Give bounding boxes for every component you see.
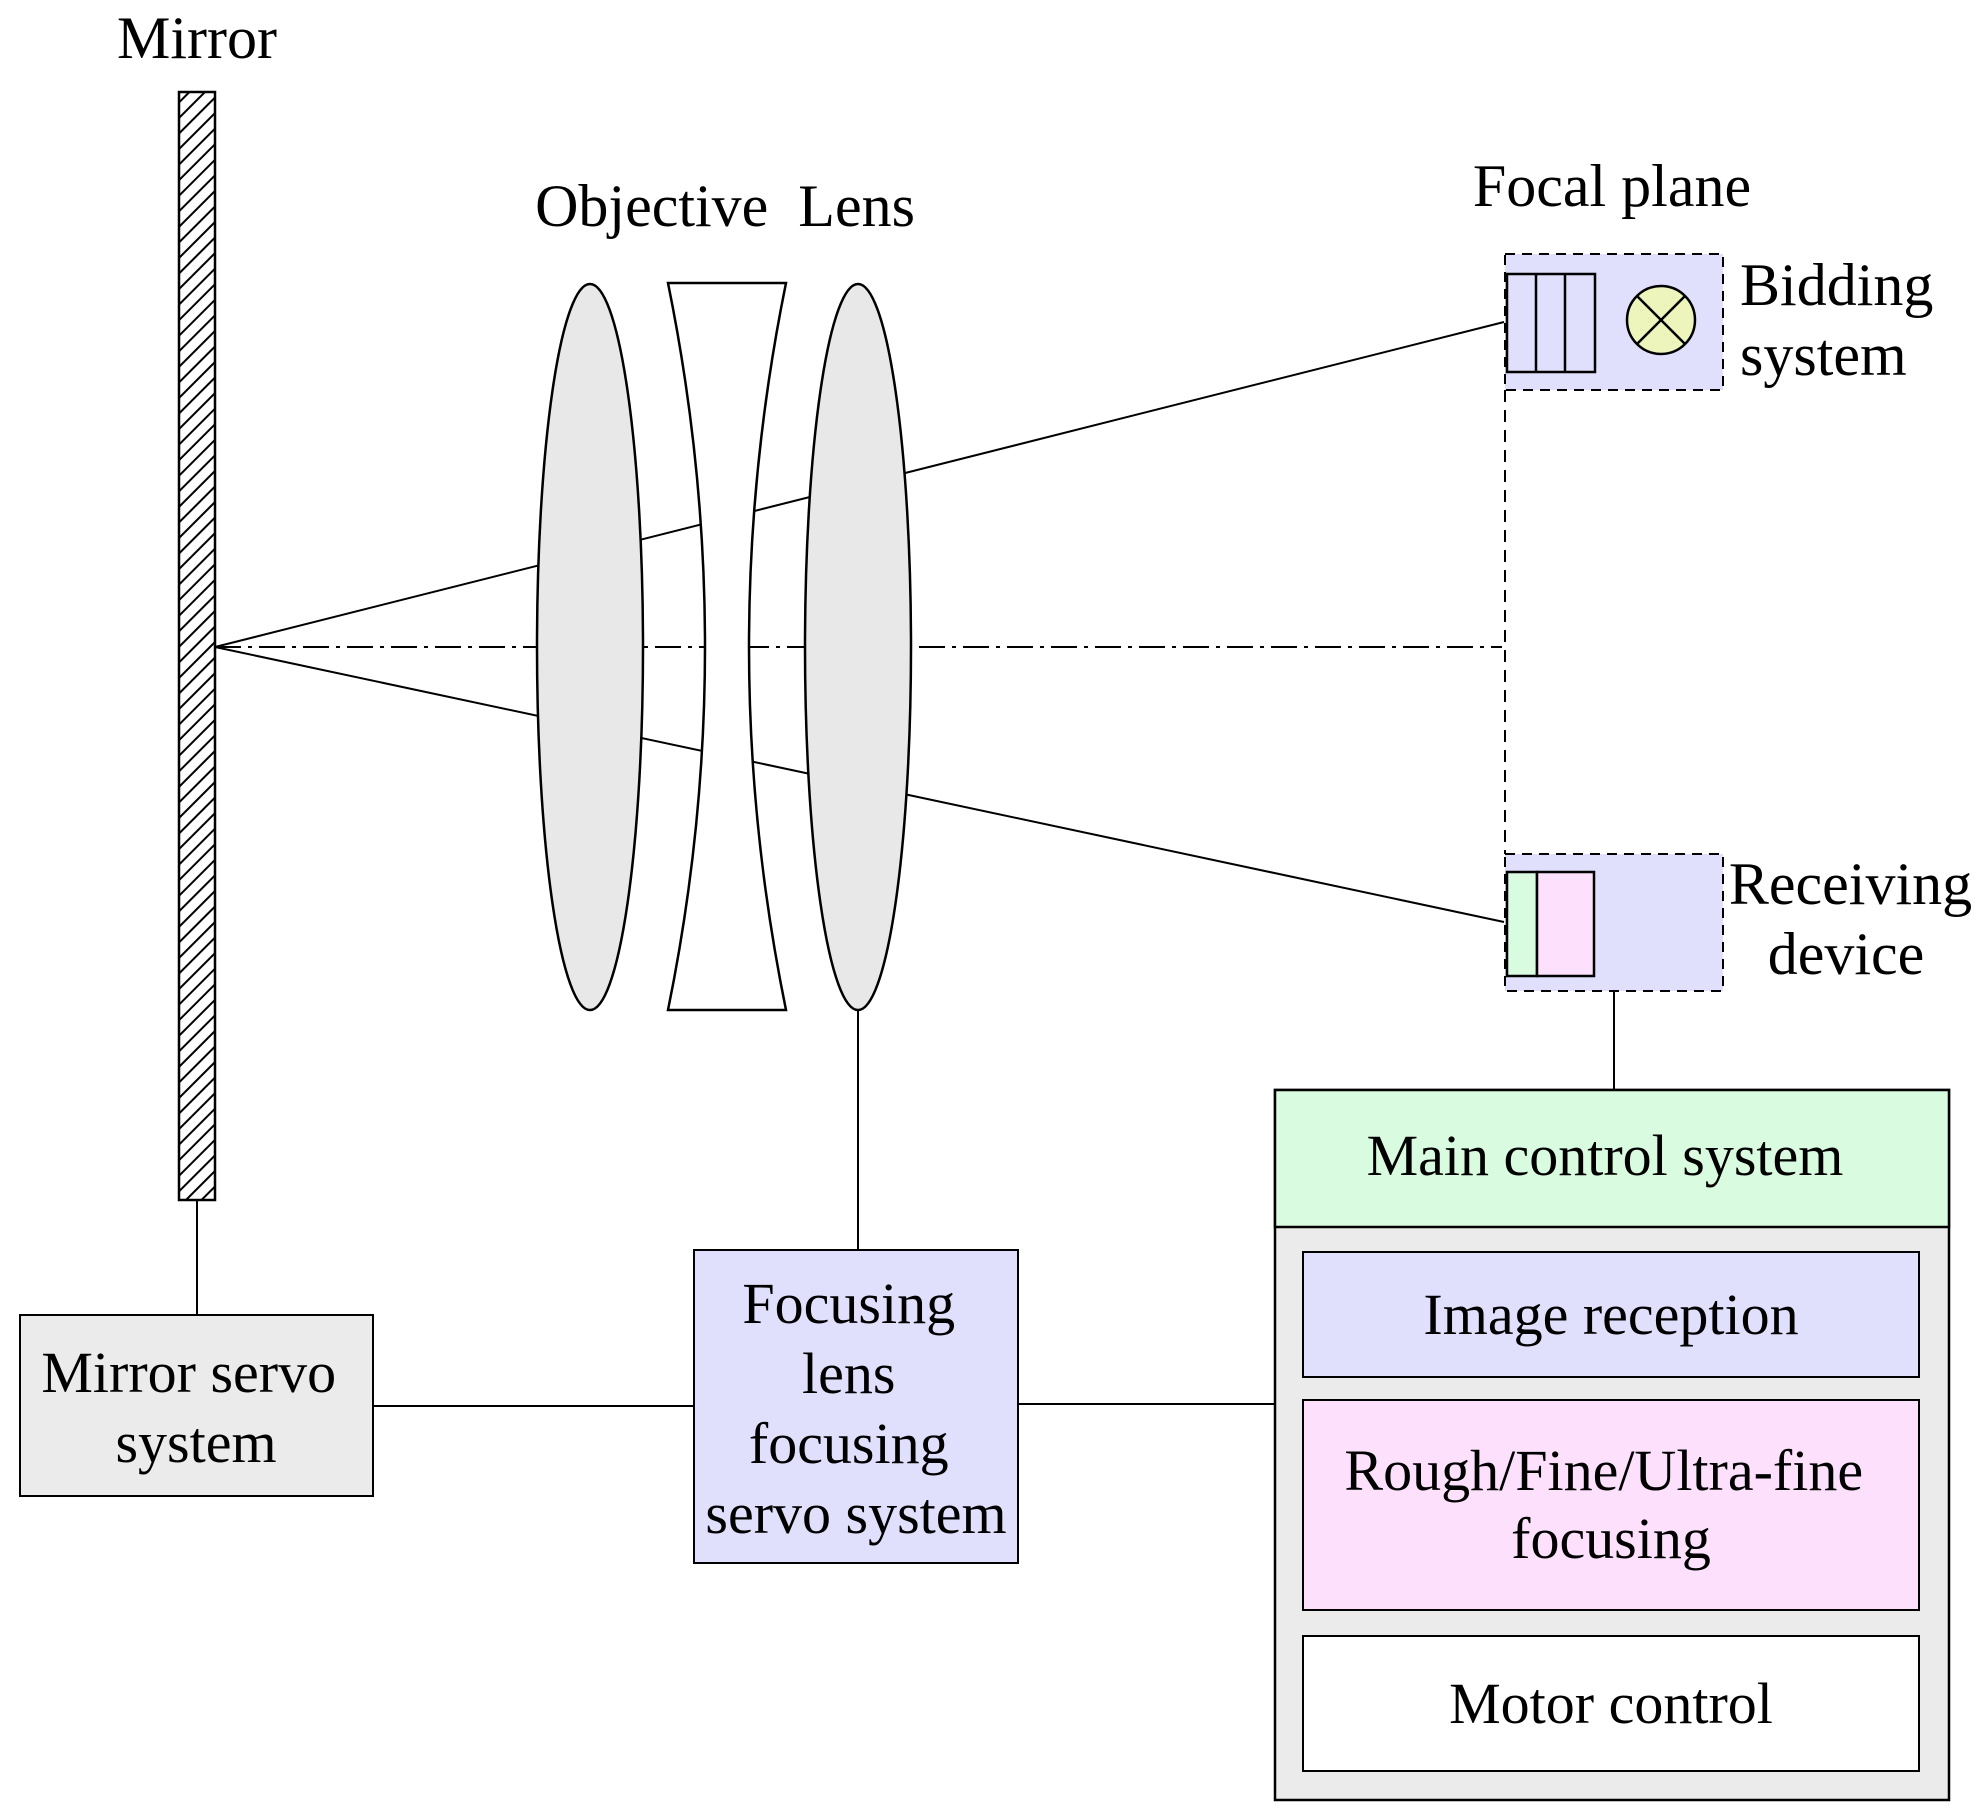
- sensor-pink: [1535, 870, 1596, 978]
- motor-control-box: [1302, 1635, 1920, 1772]
- bidding-system-line-1: Bidding: [1740, 252, 1933, 318]
- objective-lens-group: [535, 281, 913, 1012]
- focusing-modes-label: Rough/Fine/Ultra-fine focusing: [1344, 1438, 1877, 1571]
- convex-lens-left: [535, 282, 645, 1012]
- motor-control-label: Motor control: [1449, 1671, 1773, 1736]
- mirror-label: Mirror: [117, 5, 277, 71]
- mirror-servo-label: Mirror servo system: [41, 1340, 350, 1475]
- focusing-modes-box: [1302, 1399, 1920, 1611]
- focusing-modes-line-1: Rough/Fine/Ultra-fine: [1344, 1438, 1863, 1503]
- mirror-servo-line-1: Mirror servo: [41, 1340, 336, 1405]
- receiving-device-line-2: device: [1768, 921, 1925, 987]
- main-control-system: Main control system Image reception Roug…: [1273, 1088, 1951, 1802]
- receiving-device-label: Receiving device: [1729, 851, 1984, 987]
- bidding-system-label: Bidding system: [1740, 252, 1948, 388]
- light-source-cross-2: [1636, 295, 1686, 345]
- main-control-label: Main control system: [1367, 1123, 1844, 1188]
- focusing-servo-box: [693, 1249, 1019, 1564]
- focusing-servo-line-1: Focusing: [742, 1271, 955, 1336]
- focusing-servo-line-2: lens: [802, 1341, 895, 1406]
- receiving-device-line-1: Receiving: [1729, 851, 1972, 917]
- image-reception-box: [1302, 1251, 1920, 1378]
- focusing-servo-label: Focusing lens focusing servo system: [705, 1271, 1006, 1546]
- focal-plane-label: Focal plane: [1473, 153, 1751, 219]
- sensor-green: [1505, 870, 1539, 978]
- focusing-servo-line-3: focusing: [749, 1411, 949, 1476]
- reticle-block: [1505, 272, 1597, 374]
- image-reception-label: Image reception: [1423, 1282, 1798, 1347]
- bidding-system-unit: [1504, 253, 1724, 391]
- receiving-device-unit: [1504, 853, 1724, 992]
- main-control-header: [1273, 1088, 1951, 1229]
- objective-lens-label: Objective Lens: [535, 173, 915, 239]
- mirror-plate: [177, 90, 217, 1202]
- focusing-servo-line-4: servo system: [705, 1481, 1006, 1546]
- focusing-modes-line-2: focusing: [1511, 1506, 1711, 1571]
- mirror-servo-line-2: system: [115, 1410, 276, 1475]
- concave-lens: [666, 281, 788, 1012]
- mirror-servo-box: [19, 1314, 374, 1497]
- convex-lens-right: [803, 282, 913, 1012]
- bidding-system-line-2: system: [1740, 322, 1907, 388]
